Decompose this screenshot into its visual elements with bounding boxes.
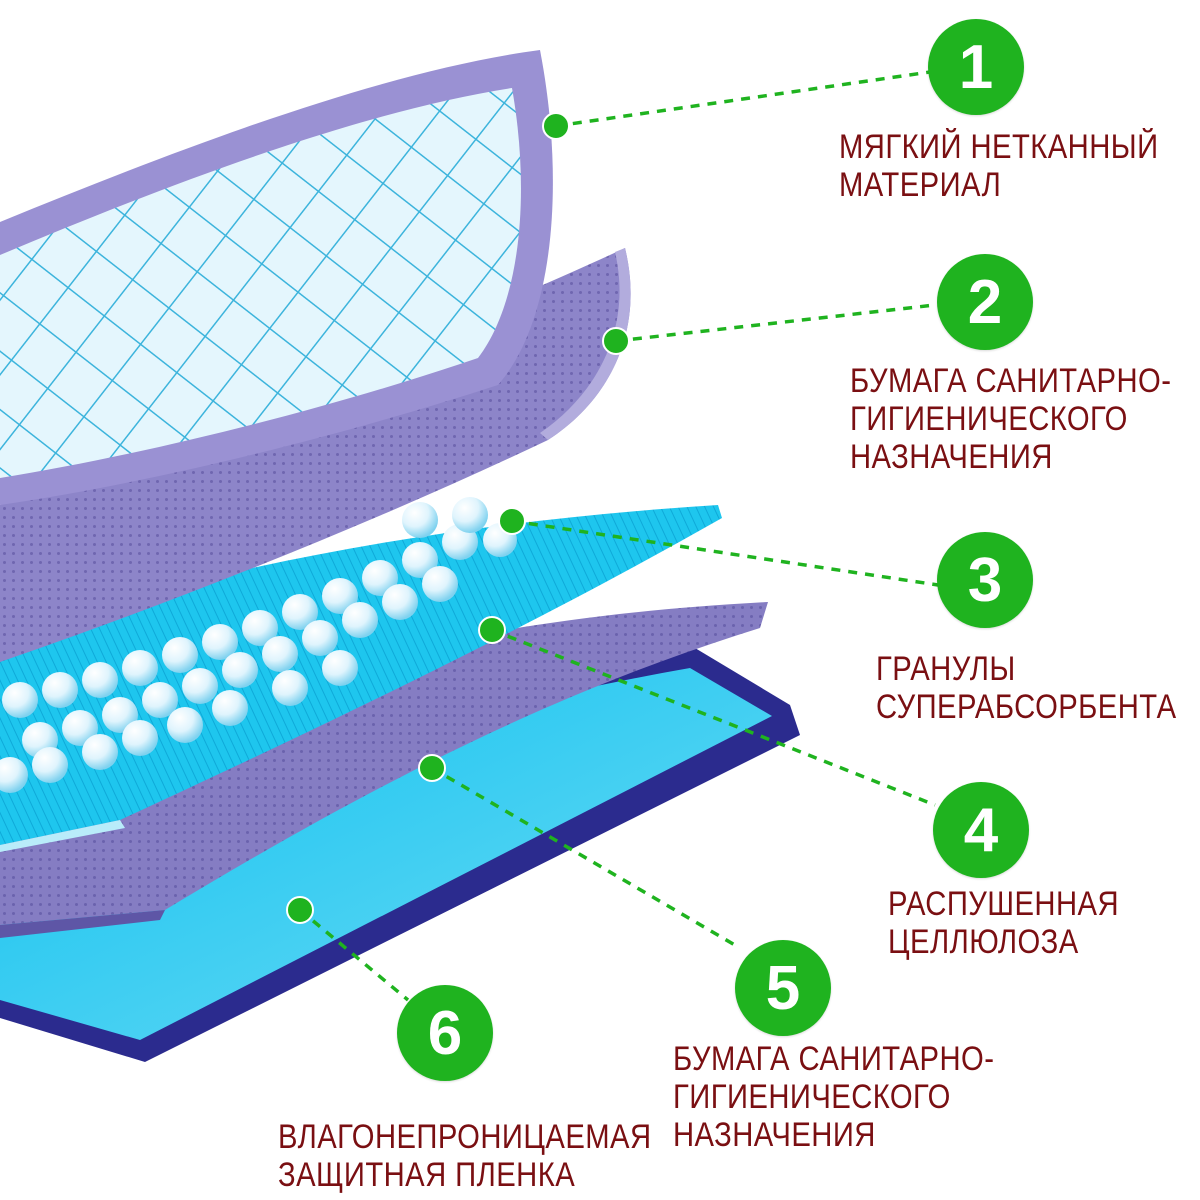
label-layer-2-line-2: ГИГИЕНИЧЕСКОГО: [850, 400, 1128, 438]
layer-5-paper: [0, 602, 768, 925]
badge-layer-5: 5: [735, 940, 831, 1036]
layer-1-sheet-mesh: [0, 88, 521, 478]
badge-layer-4: 4: [933, 782, 1029, 878]
label-layer-4-line-1: РАСПУШЕННАЯ: [888, 885, 1120, 923]
leader-lines: [298, 70, 939, 1002]
label-layer-5: БУМАГА САНИТАРНО- ГИГИЕНИЧЕСКОГО НАЗНАЧЕ…: [673, 1040, 994, 1154]
badge-layer-2: 2: [937, 254, 1033, 350]
label-layer-2: БУМАГА САНИТАРНО- ГИГИЕНИЧЕСКОГО НАЗНАЧЕ…: [850, 362, 1171, 476]
label-layer-6-line-1: ВЛАГОНЕПРОНИЦАЕМАЯ: [278, 1118, 652, 1156]
label-layer-5-line-3: НАЗНАЧЕНИЯ: [673, 1116, 876, 1154]
label-layer-1-line-2: МАТЕРИАЛ: [839, 166, 1002, 204]
label-layer-3: ГРАНУЛЫ СУПЕРАБСОРБЕНТА: [876, 650, 1177, 726]
label-layer-5-line-2: ГИГИЕНИЧЕСКОГО: [673, 1078, 951, 1116]
label-layer-4-line-2: ЦЕЛЛЮЛОЗА: [888, 923, 1079, 961]
badge-layer-6: 6: [397, 985, 493, 1081]
badge-layer-3: 3: [937, 532, 1033, 628]
label-layer-3-line-1: ГРАНУЛЫ: [876, 650, 1016, 688]
layer-3-granules: [0, 497, 517, 793]
layer-6-film-inner: [0, 668, 772, 1040]
label-layer-4: РАСПУШЕННАЯ ЦЕЛЛЮЛОЗА: [888, 885, 1119, 961]
label-layer-6: ВЛАГОНЕПРОНИЦАЕМАЯ ЗАЩИТНАЯ ПЛЕНКА: [278, 1118, 652, 1194]
label-layer-1: МЯГКИЙ НЕТКАННЫЙ МАТЕРИАЛ: [839, 128, 1159, 204]
label-layer-3-line-2: СУПЕРАБСОРБЕНТА: [876, 688, 1177, 726]
label-layer-1-line-1: МЯГКИЙ НЕТКАННЫЙ: [839, 128, 1159, 166]
label-layer-6-line-2: ЗАЩИТНАЯ ПЛЕНКА: [278, 1156, 576, 1194]
label-layer-2-line-3: НАЗНАЧЕНИЯ: [850, 438, 1053, 476]
label-layer-5-line-1: БУМАГА САНИТАРНО-: [673, 1040, 995, 1078]
anchor-dots: [286, 112, 630, 924]
badge-layer-1: 1: [928, 19, 1024, 115]
label-layer-2-line-1: БУМАГА САНИТАРНО-: [850, 362, 1172, 400]
